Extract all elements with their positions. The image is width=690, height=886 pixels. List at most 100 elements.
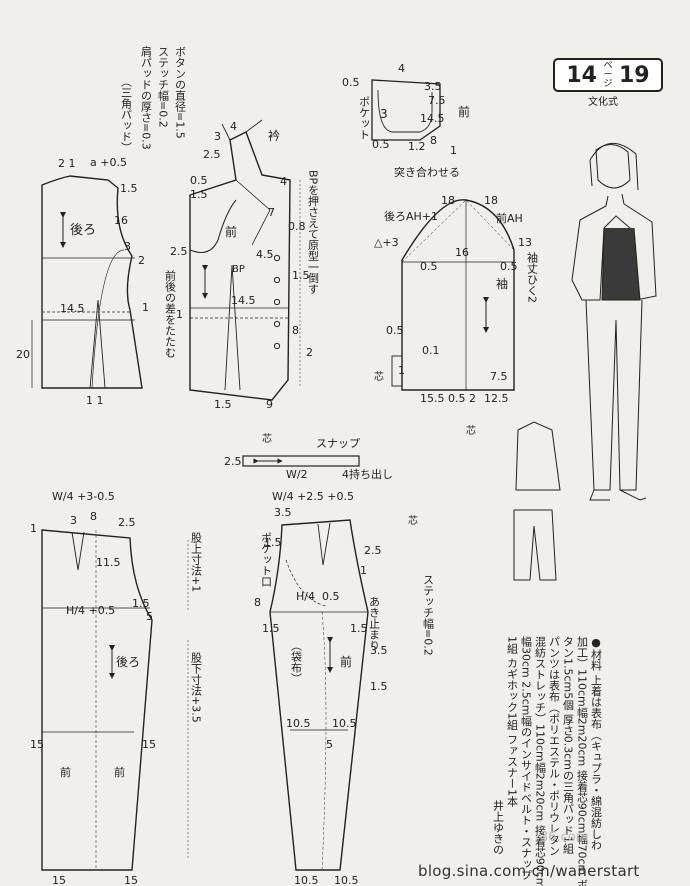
dim-text: 15 xyxy=(142,738,156,751)
dim-text: 1 xyxy=(360,564,367,577)
jacket-notes: ボタンの直径=1.5 ステッチ幅=0.2 肩パッドの厚さ=0.3 （三角パッド） xyxy=(120,45,187,153)
dim-text: 1.5 xyxy=(120,182,138,195)
dim-text: 0.5 xyxy=(420,260,438,273)
dim-text: 0.5 xyxy=(386,324,404,337)
dim-text: 5 xyxy=(146,610,153,623)
label-interfacing: 芯 xyxy=(374,370,384,383)
dim-text: a +0.5 xyxy=(90,156,127,169)
dim-text: 15.5 xyxy=(420,392,445,405)
dim-text: 1 xyxy=(398,364,405,377)
materials-line: 加工）110cm幅2m20cm 接着芯90cm幅70cm ボ xyxy=(576,636,589,886)
dim-text: 11.5 xyxy=(96,556,121,569)
dim-text: 4 xyxy=(280,175,287,188)
front-bodice-piece xyxy=(189,119,301,401)
dim-text: H/4 xyxy=(296,590,315,603)
dim-text: 0.5 xyxy=(322,590,340,603)
dim-text: 2.5 xyxy=(203,148,221,161)
designer-name: 井上ゆきの xyxy=(492,799,505,855)
dim-text: 14.5 xyxy=(231,294,256,307)
label-front: 前 xyxy=(458,104,470,119)
dim-text: W/4 +2.5 +0.5 xyxy=(272,490,354,503)
button-mark-3 xyxy=(273,298,281,306)
dim-text: 7 xyxy=(268,206,275,219)
label-pocket: ポケット xyxy=(358,96,371,140)
dim-text: 8 xyxy=(254,596,261,609)
dim-text: 2.5 xyxy=(170,245,188,258)
dim-text: 2.5 xyxy=(364,544,382,557)
label-bp: BP xyxy=(232,264,245,275)
dim-text: 5 xyxy=(326,738,333,751)
note-bp: BPを押さえて原型一倒す xyxy=(307,170,320,294)
back-bodice-text: 2 1 a +0.5 1.5 16 3 2 後ろ 14.5 1 20 1 1 xyxy=(16,156,149,407)
dim-text: 18 xyxy=(441,194,455,207)
dim-text: 14.5 xyxy=(420,112,445,125)
dim-text: 4 xyxy=(398,62,405,75)
dim-text: 9 xyxy=(266,398,273,411)
materials-text: ●材料 上着は表布（キュプラ・綿混紡しわ 加工）110cm幅2m20cm 接着芯… xyxy=(492,636,603,886)
dim-text: 10.5 xyxy=(332,717,357,730)
dim-text: 1.5 xyxy=(190,188,208,201)
label-front: 前 xyxy=(114,765,125,779)
page-number-badge: 14 ページ 19 xyxy=(553,58,663,92)
front-bodice-text: 4 3 衿 2.5 0.5 1.5 4 7 0.8 前 2.5 BP 4.5 1… xyxy=(164,120,320,411)
bunka-style-label: 文化式 xyxy=(588,97,618,108)
pocket-piece: 0.5 4 3.5 7.5 14.5 3 0.5 1.2 8 1 前 ポケット … xyxy=(342,62,470,179)
label-pocket-join: 突き合わせる xyxy=(394,165,460,179)
materials-line: 1組 カギホック1組 ファスナー1本 xyxy=(506,636,519,808)
dim-text: 3.5 xyxy=(370,644,388,657)
label-collar: 衿 xyxy=(268,128,280,143)
button-mark-1 xyxy=(273,254,281,262)
dim-text: 0.5 xyxy=(372,138,390,151)
dim-text: 0.1 xyxy=(422,344,440,357)
dim-text: 2.5 xyxy=(224,455,242,468)
back-pants-text: W/4 +3-0.5 3 8 2.5 1 11.5 H/4 +0.5 1.5 5… xyxy=(30,490,156,886)
page-number: 14 xyxy=(566,62,597,88)
label-front: 前 xyxy=(225,224,237,239)
dim-text: 3 xyxy=(214,130,221,143)
dim-text: 2 1 xyxy=(58,157,76,170)
label-snap: スナップ xyxy=(316,437,360,450)
dim-text: 4.5 xyxy=(256,248,274,261)
dim-text: 15 xyxy=(124,874,138,886)
dim-text: 3 xyxy=(124,240,131,253)
dim-text: 7.5 xyxy=(490,370,508,383)
materials-line: パンツは表布（ポリエステル・ポリウレタン xyxy=(548,636,561,856)
materials-line: タン1.5cm5個 厚さ0.3cmの三角パッド1組 xyxy=(562,636,575,854)
dim-text: 0.8 xyxy=(288,220,306,233)
label-back: 後ろ xyxy=(116,655,140,669)
dim-text: △+3 xyxy=(374,236,399,249)
dim-text: 2.5 xyxy=(118,516,136,529)
dim-text: 0.5 xyxy=(342,76,360,89)
dim-text: 3 xyxy=(70,514,77,527)
dim-text: 15 xyxy=(30,738,44,751)
note-pad-type: （三角パッド） xyxy=(120,76,133,153)
item-number: 19 xyxy=(619,62,650,88)
dim-text: 1.5 xyxy=(292,269,310,282)
dim-text: 15 xyxy=(52,874,66,886)
facing-strip: 2.5 W/2 スナップ 4持ち出し 芯 xyxy=(224,432,393,481)
dim-text: W/2 xyxy=(286,468,308,481)
dim-text: 1.5 xyxy=(264,536,282,549)
dim-text: 1.5 xyxy=(262,622,280,635)
dim-text: 10.5 xyxy=(286,717,311,730)
dim-text: 1.5 xyxy=(214,398,232,411)
label-opening-stop: あき止まり xyxy=(368,596,381,651)
materials-line: ●材料 上着は表布（キュプラ・綿混紡しわ xyxy=(590,636,603,851)
note-pants-stitch: ステッチ幅=0.2 xyxy=(422,574,435,656)
materials-line: 混紡ストレッチ）110cm幅2m20cm 接着芯90cm xyxy=(534,636,547,886)
dim-text: 10.5 xyxy=(334,874,359,886)
dim-text: 14.5 xyxy=(60,302,85,315)
dim-text: 8 xyxy=(430,134,437,147)
dim-text: 16 xyxy=(114,214,128,227)
label-back-ah: 後ろAH+1 xyxy=(384,209,438,223)
front-pants-piece xyxy=(187,519,369,871)
sleeve-piece: 後ろAH+1 前AH 18 18 △+3 13 16 0.5 0.5 0.5 袖… xyxy=(374,194,539,437)
back-bodice-piece xyxy=(31,175,143,389)
blog-watermark: blog.sina.com.cn/wanerstart xyxy=(418,862,640,880)
front-buttons xyxy=(273,254,281,350)
dim-text: 3 xyxy=(380,107,388,121)
dim-text: 13 xyxy=(518,236,532,249)
dim-text: 8 xyxy=(292,324,299,337)
dim-text: 0.5 xyxy=(500,260,518,273)
